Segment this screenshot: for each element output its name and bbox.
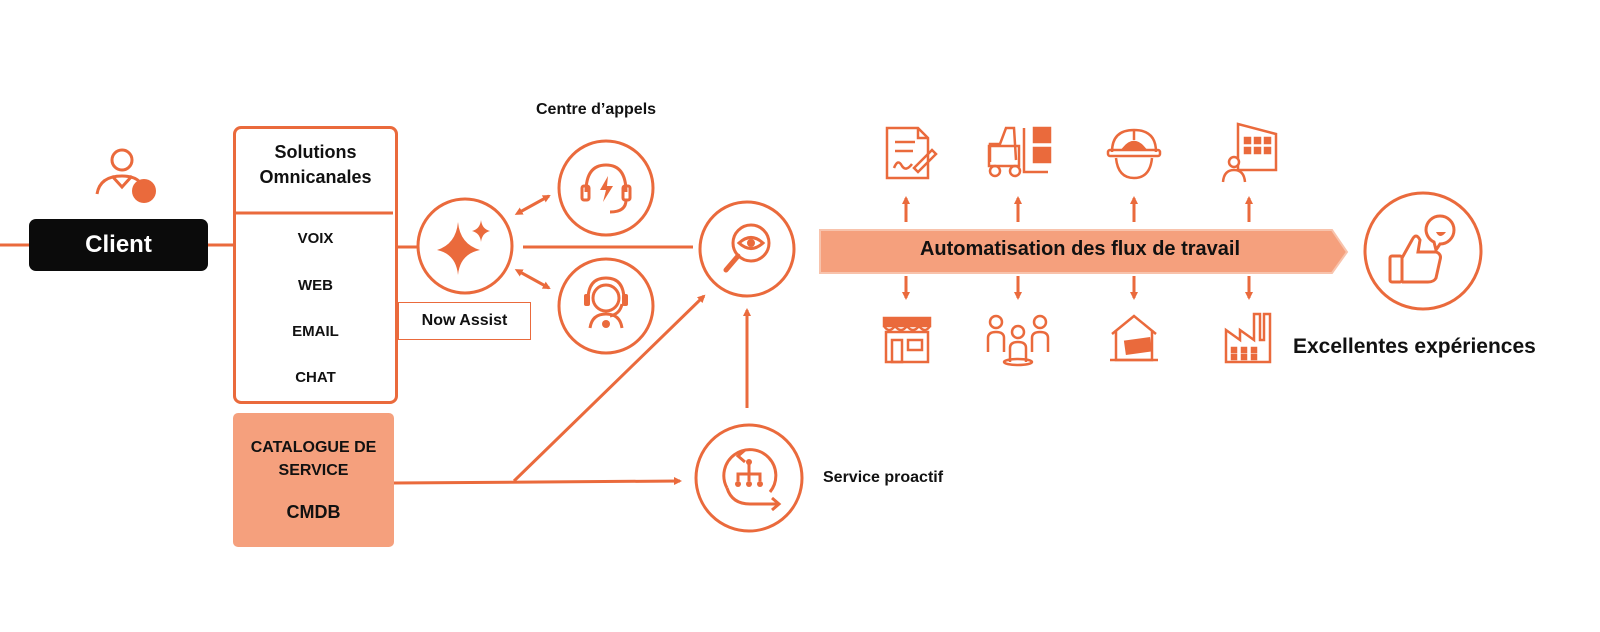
catalog-title: CATALOGUE DE SERVICE (233, 436, 394, 482)
double-arrow (514, 269, 551, 290)
arrow-catalog-proactive (393, 477, 682, 486)
contract-signature-icon (885, 126, 938, 180)
person-dot-icon (95, 148, 156, 203)
channel-email[interactable]: EMAIL (292, 323, 339, 340)
hardhat-worker-icon (1106, 128, 1162, 180)
channel-web[interactable]: WEB (298, 277, 333, 294)
workflow-banner (819, 229, 1349, 274)
factory-icon (1224, 312, 1272, 364)
sparkle-icon (416, 197, 514, 295)
catalog-title-line1: CATALOGUE DE (250, 439, 377, 456)
cycle-hierarchy-icon (694, 423, 804, 533)
client-label: Client (85, 231, 152, 258)
thumbs-up-speech-icon (1363, 191, 1483, 311)
workflow-label: Automatisation des flux de travail (919, 238, 1241, 260)
client-box[interactable]: Client (29, 219, 208, 271)
catalog-cmdb: CMDB (286, 502, 341, 522)
agent-headset-icon (557, 257, 655, 355)
outcome-label: Excellentes expériences (1293, 335, 1536, 358)
forklift-boxes-icon (987, 126, 1052, 178)
channel-chat[interactable]: CHAT (295, 369, 336, 386)
omnichannel-box (233, 126, 398, 404)
call-center-label: Centre d’appels (536, 101, 657, 118)
omnichannel-title-line1: Solutions (274, 142, 357, 162)
catalog-title-line2: SERVICE (278, 462, 349, 479)
channel-voix[interactable]: VOIX (297, 230, 334, 247)
magnifier-eye-icon (698, 200, 796, 298)
omnichannel-title-line2: Omnicanales (259, 167, 372, 187)
omnichannel-title: Solutions Omnicanales (233, 140, 398, 190)
headset-lightning-icon (557, 139, 655, 237)
now-assist-box[interactable]: Now Assist (398, 302, 531, 340)
arrow-catalog-search (512, 294, 706, 483)
people-group-icon (986, 314, 1050, 367)
warehouse-cash-icon (1110, 314, 1158, 362)
storefront-icon (882, 316, 932, 364)
proactive-label: Service proactif (823, 469, 944, 486)
now-assist-label: Now Assist (421, 312, 508, 329)
double-arrow (514, 194, 551, 215)
office-building-person-icon (1221, 122, 1278, 183)
catalog-box[interactable] (233, 413, 394, 547)
